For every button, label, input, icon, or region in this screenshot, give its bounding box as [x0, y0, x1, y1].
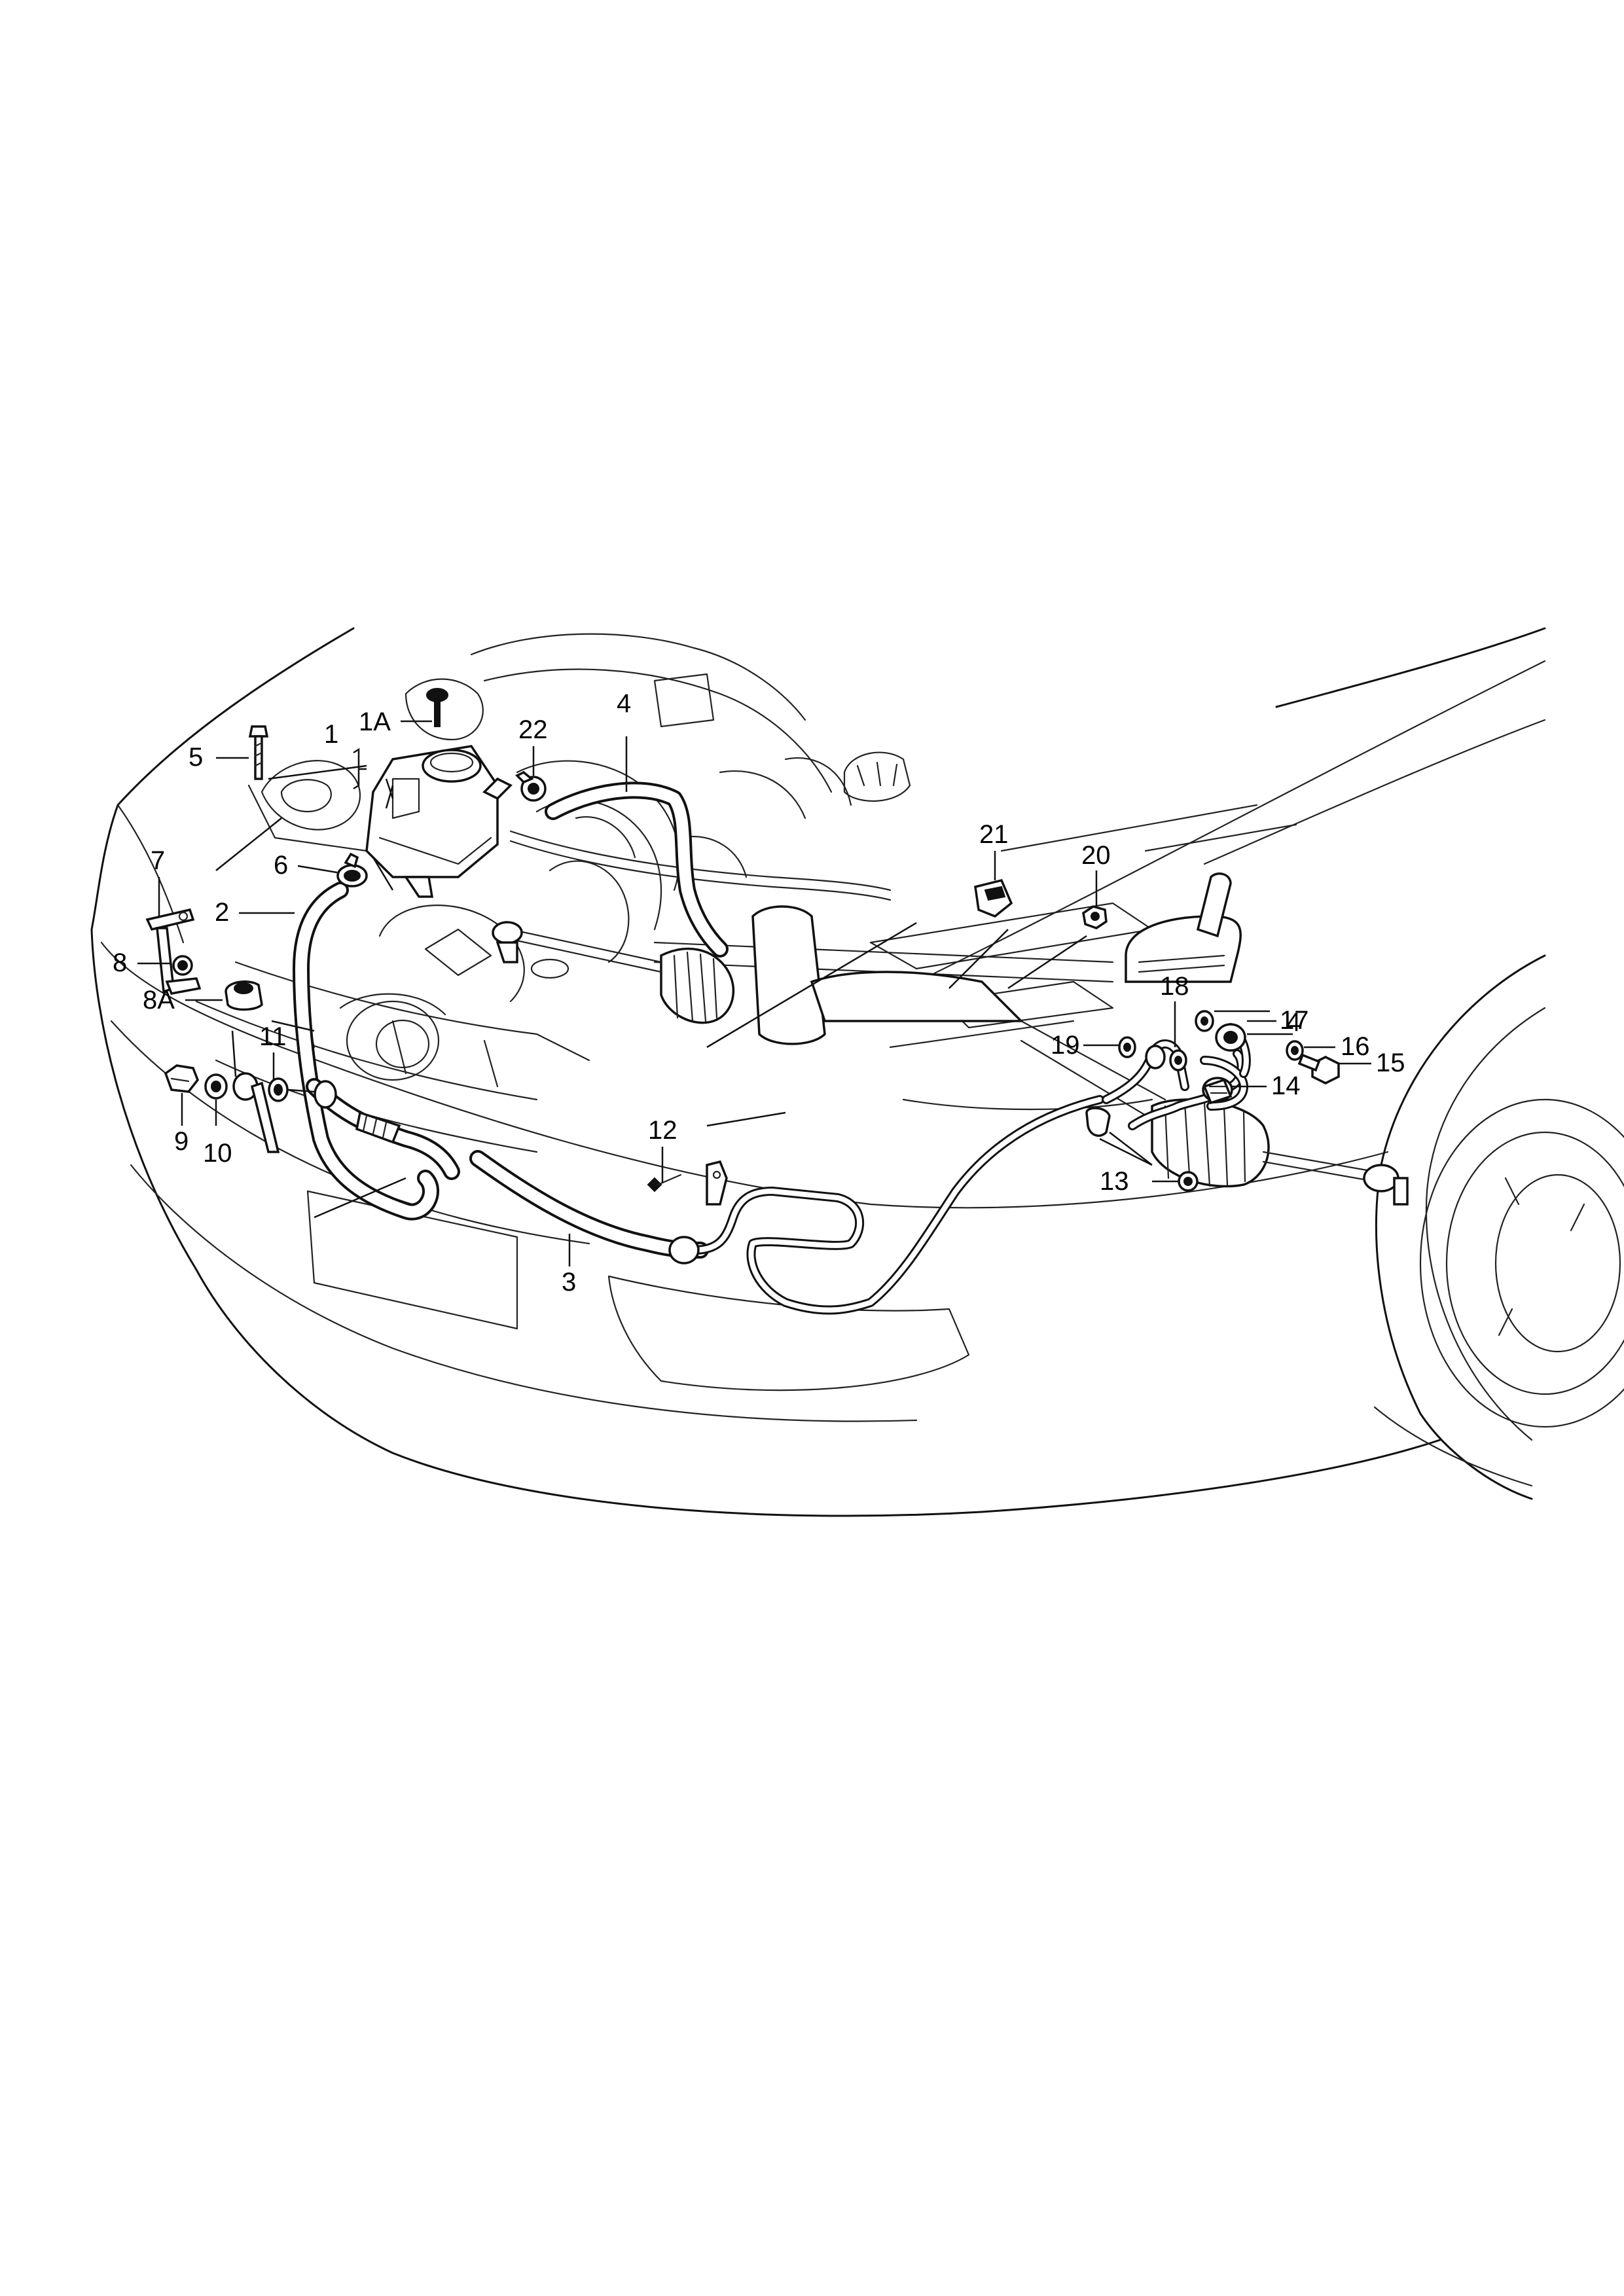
- bush: [232, 1072, 280, 1153]
- banjo-14: [1202, 1077, 1233, 1105]
- bolt-5: [248, 725, 269, 780]
- callout-13: 13: [1100, 1167, 1129, 1196]
- nut-8: [172, 955, 193, 976]
- callout-11: 11: [259, 1022, 287, 1051]
- clamp-22: [515, 770, 547, 802]
- callout-7: 7: [151, 846, 165, 875]
- callout-1A: 1A: [359, 708, 391, 736]
- clip-8A: [225, 980, 263, 1011]
- callout-18: 18: [1160, 972, 1189, 1001]
- callout-8: 8: [113, 948, 127, 977]
- callout-9: 9: [174, 1127, 189, 1156]
- leader-lines: [137, 720, 1371, 1266]
- bolt-12: [647, 1160, 728, 1206]
- callout-2: 2: [215, 898, 229, 927]
- reservoir: [365, 745, 513, 898]
- callouts: 1 1A 2 3 4 4 5 6 7 8 8A 9 10 11 12 13 14…: [113, 689, 1405, 1297]
- parts: [145, 688, 1340, 1265]
- steering-rack: [492, 905, 1409, 1206]
- ring-11: [268, 1077, 289, 1102]
- callout-3: 3: [562, 1268, 576, 1297]
- washers-19: [1118, 1036, 1187, 1071]
- sleeve-10: [204, 1073, 228, 1100]
- bracket-7: [145, 908, 202, 995]
- callout-4-upper: 4: [617, 689, 631, 718]
- bolt-15: [1297, 1053, 1340, 1085]
- callout-8A: 8A: [143, 986, 175, 1014]
- bolt-9: [164, 1064, 199, 1093]
- callout-1: 1: [324, 720, 338, 749]
- callout-16: 16: [1341, 1032, 1370, 1061]
- callout-5: 5: [189, 743, 203, 772]
- fitting-17: [1215, 1023, 1246, 1052]
- cooler-fitting: [314, 1080, 401, 1144]
- callout-21: 21: [979, 820, 1009, 849]
- nut-20: [1082, 905, 1108, 929]
- washer-18: [1195, 1010, 1214, 1032]
- callout-22: 22: [518, 715, 548, 744]
- reservoir-cap: [426, 688, 448, 727]
- washer-16: [1286, 1040, 1304, 1061]
- callout-4-right: 4: [1286, 1008, 1301, 1037]
- callout-12: 12: [648, 1116, 677, 1145]
- callout-17: 17: [1280, 1006, 1309, 1035]
- callout-14: 14: [1271, 1071, 1301, 1100]
- callout-15: 15: [1376, 1049, 1405, 1077]
- engine-bay: [195, 633, 1242, 1153]
- callout-19: 19: [1051, 1031, 1080, 1060]
- car-body-outline: [90, 627, 1624, 1517]
- callout-6: 6: [274, 851, 288, 880]
- clamp-6: [336, 852, 368, 888]
- clip-21: [974, 878, 1013, 918]
- callout-10: 10: [203, 1139, 232, 1168]
- callout-20: 20: [1081, 841, 1111, 870]
- nut-13: [1178, 1171, 1199, 1192]
